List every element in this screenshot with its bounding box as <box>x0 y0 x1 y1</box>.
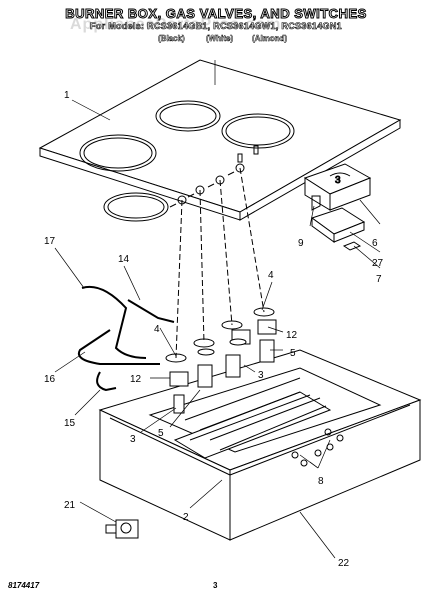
color-black: (Black) <box>158 34 185 44</box>
callout-4b: 4 <box>154 324 160 335</box>
callout-12a: 12 <box>286 330 298 341</box>
callout-12b: 12 <box>130 374 142 385</box>
leader-lines <box>54 60 381 559</box>
gas-valves <box>165 307 277 414</box>
callout-3a: 3 <box>258 370 264 381</box>
callout-7: 7 <box>376 274 382 285</box>
callout-3b: 3 <box>130 434 136 445</box>
callout-numbers: 1 6 27 7 9 17 14 4 12 5 3 4 16 15 12 3 5… <box>44 90 384 569</box>
callout-27: 27 <box>372 258 384 269</box>
color-almond: (Almond) <box>252 34 288 44</box>
cooktop-glass <box>38 59 402 222</box>
callout-6: 6 <box>372 238 378 249</box>
alignment-lines <box>175 167 265 359</box>
model-list: For Models: RCS3614GB1, RCS3614GW1, RCS3… <box>90 21 342 32</box>
callout-8: 8 <box>318 476 324 487</box>
callout-5a: 5 <box>290 348 296 359</box>
callout-17: 17 <box>44 236 56 247</box>
callout-15: 15 <box>64 418 76 429</box>
watermark: AppliancePartsPros.com <box>70 16 282 33</box>
callout-21: 21 <box>64 500 76 511</box>
color-white: (White) <box>206 34 234 44</box>
callout-16: 16 <box>44 374 56 385</box>
callout-1: 1 <box>64 90 70 101</box>
callout-22: 22 <box>338 558 350 569</box>
callout-9: 9 <box>298 238 304 249</box>
page-number: 3 <box>213 581 218 590</box>
document-number: 8174417 <box>8 581 40 590</box>
pressure-regulator <box>105 519 139 539</box>
callout-14: 14 <box>118 254 130 265</box>
callout-5b: 5 <box>158 428 164 439</box>
callout-4a: 4 <box>268 270 274 281</box>
diagram-title: BURNER BOX, GAS VALVES, AND SWITCHES <box>65 6 367 22</box>
mounting-screws <box>291 428 344 467</box>
svg-text:3: 3 <box>335 175 341 186</box>
callout-2: 2 <box>183 512 189 523</box>
gas-tubes <box>78 286 175 392</box>
valve-bracket <box>173 377 332 459</box>
control-module: 3 <box>303 163 372 211</box>
